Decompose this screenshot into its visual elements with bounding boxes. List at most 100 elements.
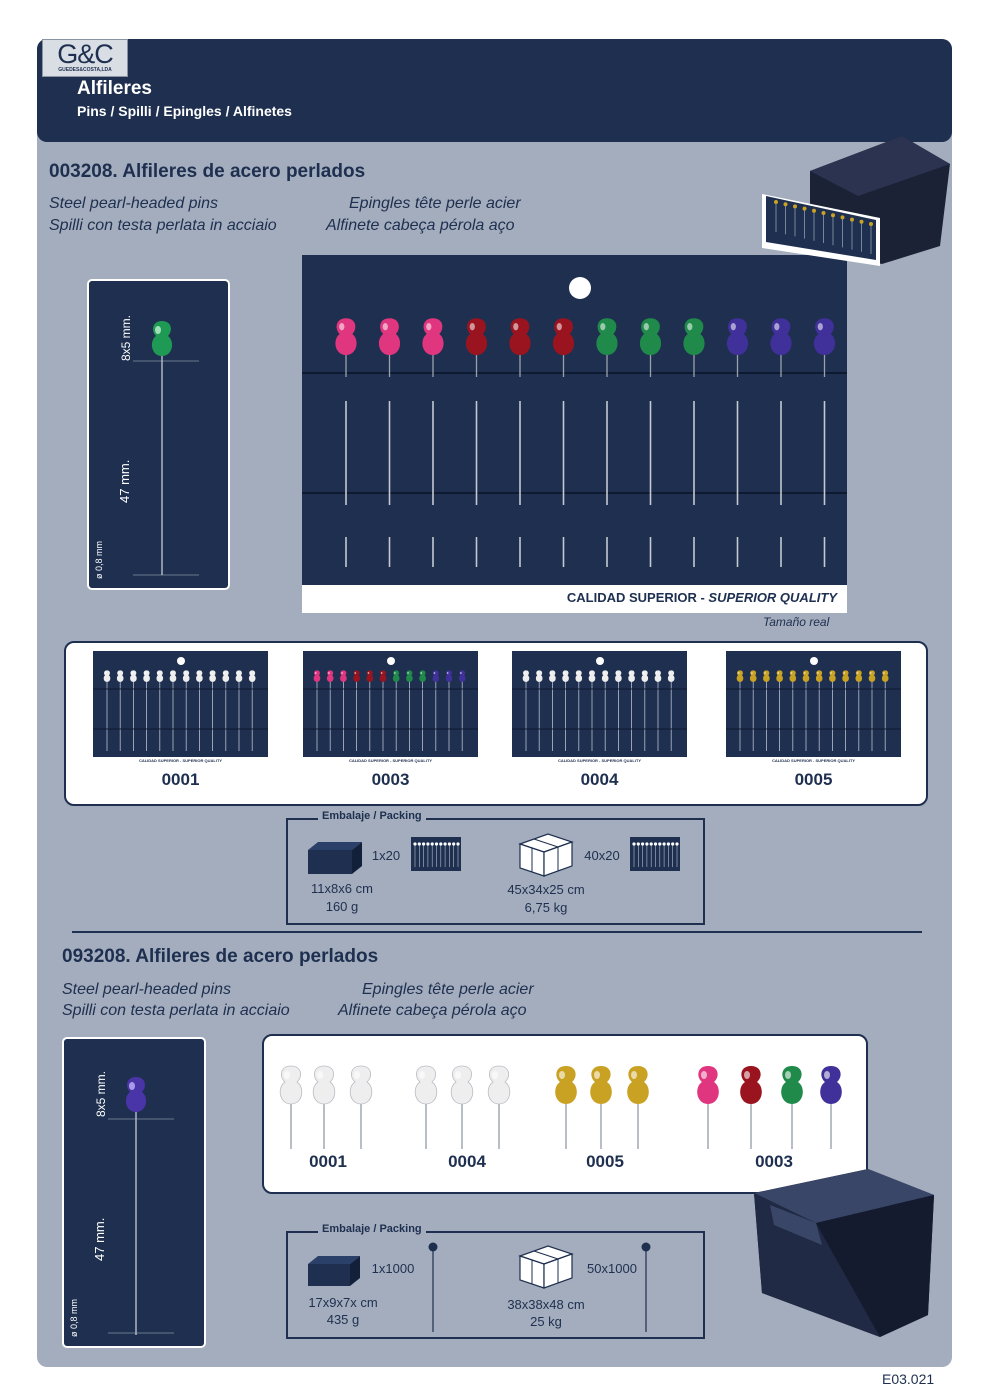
variant-card-pins	[93, 657, 268, 751]
pin-highlight	[210, 671, 213, 675]
pin-head	[116, 670, 124, 682]
pin-head	[169, 670, 177, 682]
pin-head	[196, 670, 203, 682]
inner-box-icon	[308, 842, 362, 874]
pin-head	[509, 318, 531, 356]
pin-highlight	[157, 671, 160, 675]
pin-head	[770, 318, 792, 356]
inner-dims: 11x8x6 cm	[311, 881, 373, 896]
pin-highlight	[655, 671, 658, 675]
pin-highlight	[367, 671, 370, 675]
card-banner-en: SUPERIOR QUALITY	[708, 590, 837, 605]
pin-head	[601, 670, 609, 682]
pin-head	[248, 670, 256, 682]
outer-qty: 40x20	[584, 848, 620, 863]
pin-head	[868, 670, 876, 682]
pin-highlight	[817, 323, 823, 331]
pin-highlight	[600, 323, 606, 331]
display-box-photo	[762, 136, 952, 276]
variant-card-0001: CALIDAD SUPERIOR - SUPERIOR QUALITY 0001	[93, 651, 268, 789]
pin-head	[335, 318, 357, 356]
pin-highlight	[777, 671, 780, 675]
pin-head	[562, 670, 569, 682]
pin-head	[313, 670, 321, 682]
pin-head	[813, 318, 836, 356]
pin-highlight	[537, 671, 539, 675]
pin-highlight	[382, 323, 388, 331]
pin-highlight	[589, 671, 592, 675]
variant-card-pins	[303, 657, 478, 751]
section1-desc-en: Steel pearl-headed pins	[49, 195, 219, 212]
pin-head	[406, 670, 413, 682]
pin-highlight	[550, 671, 552, 675]
pin-highlight	[170, 671, 173, 675]
pin-highlight	[790, 671, 793, 675]
page-code: E03.021	[882, 1371, 935, 1387]
outer-weight: 25 kg	[530, 1314, 562, 1329]
section2-variants-panel	[262, 1034, 868, 1194]
section2-dimension-panel: 8x5 mm. 47 mm. ø 0,8 mm	[62, 1037, 206, 1348]
pin-highlight	[603, 671, 605, 675]
pin-head	[654, 670, 662, 682]
pin-head	[829, 670, 836, 682]
section2-desc-en: Steel pearl-headed pins	[62, 981, 232, 998]
pin-card-board	[302, 255, 847, 585]
dim-diameter-label: ø 0,8 mm	[94, 540, 104, 579]
pin-highlight	[643, 323, 649, 331]
pin-head	[458, 670, 466, 682]
pin-head	[465, 318, 488, 356]
variant-card-0003: CALIDAD SUPERIOR - SUPERIOR QUALITY 0003	[303, 651, 478, 789]
card-thumbnail-icon	[630, 837, 680, 871]
packing-legend: Embalaje / Packing	[318, 810, 426, 822]
variant-code: 0004	[580, 770, 619, 789]
header-bar	[37, 39, 952, 142]
pin-head	[353, 670, 360, 682]
pin-highlight	[433, 671, 436, 675]
section1-desc-pt: Alfinete cabeça pérola aço	[326, 217, 515, 234]
pin-highlight	[774, 323, 780, 331]
pin-head	[628, 670, 635, 682]
pin-highlight	[104, 671, 107, 675]
pin-highlight	[380, 671, 383, 675]
pin-head	[639, 318, 662, 356]
pin-highlight	[420, 671, 423, 675]
pin-head	[855, 670, 863, 682]
pin-head	[588, 670, 596, 682]
section1-desc-it: Spilli con testa perlata in acciaio	[49, 217, 277, 234]
variant-code-0001: 0001	[309, 1152, 347, 1171]
pin-highlight	[144, 671, 147, 675]
pin-highlight	[730, 323, 736, 331]
pin-head	[683, 318, 705, 356]
pin-head	[378, 318, 401, 356]
pin-highlight	[314, 671, 317, 675]
logo-text: G&C	[57, 39, 114, 69]
pin-highlight	[556, 323, 562, 331]
pin-highlight	[118, 671, 120, 675]
pin-head	[549, 670, 556, 682]
pin-icon	[641, 1242, 651, 1332]
pin-highlight	[394, 671, 396, 675]
section1-packing-box	[286, 818, 705, 925]
pin-head	[881, 670, 889, 682]
pin-head	[575, 670, 583, 682]
packing-legend: Embalaje / Packing	[318, 1223, 426, 1235]
pin-highlight	[354, 671, 357, 675]
pin-highlight	[737, 671, 740, 675]
pin-highlight	[817, 671, 819, 675]
pin-head	[596, 318, 618, 356]
pin-highlight	[629, 671, 632, 675]
inner-box-icon	[308, 1256, 360, 1286]
pin-head	[802, 670, 810, 682]
pin-highlight	[223, 671, 226, 675]
pin-highlight	[869, 671, 872, 675]
dim-head-label: 8x5 mm.	[119, 314, 133, 361]
pin-highlight	[236, 671, 239, 675]
variant-banner: CALIDAD SUPERIOR - SUPERIOR QUALITY	[138, 758, 223, 763]
section1-title: 003208. Alfileres de acero perlados	[49, 161, 365, 183]
logo-subtext: GUEDES&COSTA,LDA	[58, 67, 112, 73]
outer-dims: 38x38x48 cm	[507, 1297, 585, 1312]
outer-dims: 45x34x25 cm	[507, 882, 585, 897]
pin-highlight	[883, 671, 885, 675]
variant-banner: CALIDAD SUPERIOR - SUPERIOR QUALITY	[348, 758, 433, 763]
pin-highlight	[523, 671, 526, 675]
